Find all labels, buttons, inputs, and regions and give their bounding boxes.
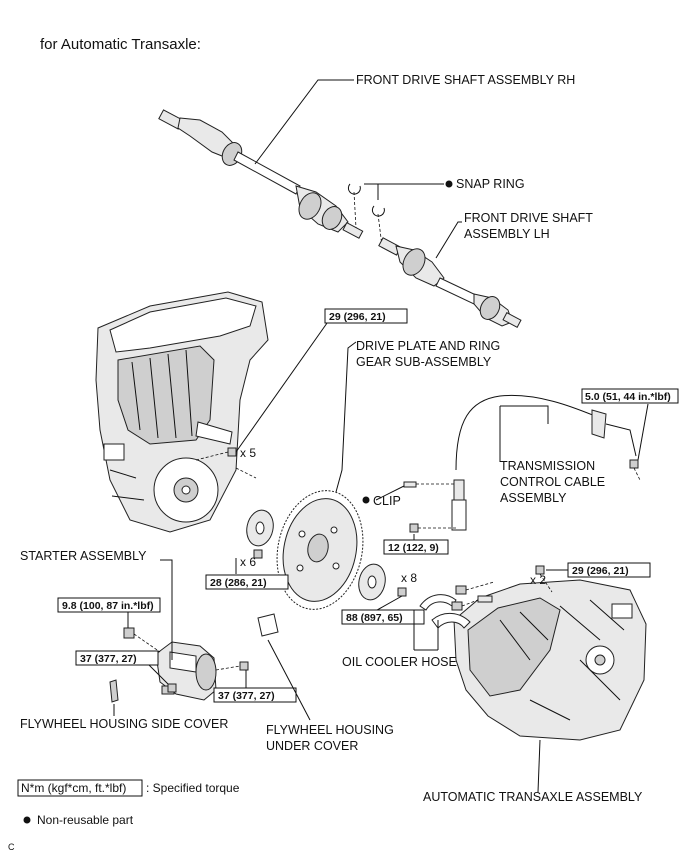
clip-non-reusable-dot-icon [362,496,370,504]
engine-drawing [95,291,269,533]
legend-unit-box [17,779,143,797]
label-snap-ring: SNAP RING [456,177,525,191]
label-front-drive-shaft-rh: FRONT DRIVE SHAFT ASSEMBLY RH [356,73,575,87]
front-drive-shaft-lh-drawing [378,237,522,328]
label-drive-plate-line1: DRIVE PLATE AND RING [356,339,500,353]
torque-box-12 [383,539,449,555]
legend-non-reusable: Non-reusable part [37,813,134,827]
label-trans-cable-line1: TRANSMISSION [500,459,595,473]
oil-cooler-hose-drawing [419,585,493,629]
legend-specified-torque: : Specified torque [146,781,240,795]
label-auto-transaxle: AUTOMATIC TRANSAXLE ASSEMBLY [423,790,643,804]
transmission-control-cable-drawing [451,394,637,531]
torque-5-0: 5.0 (51, 44 in.*lbf) [585,391,671,403]
label-starter: STARTER ASSEMBLY [20,549,147,563]
torque-28: 28 (286, 21) [210,577,267,589]
torque-12: 12 (122, 9) [388,542,439,554]
torque-box-37-a [75,650,159,666]
qty-x5: x 5 [240,446,256,460]
label-drive-plate-line2: GEAR SUB-ASSEMBLY [356,355,492,369]
torque-box-37-b [213,687,297,703]
corner-code: C [8,842,15,852]
drive-plate-drawing [276,490,364,610]
torque-29-b: 29 (296, 21) [572,565,629,577]
torque-box-29-b [567,562,651,578]
qty-x6: x 6 [240,555,256,569]
torque-box-28 [205,574,289,590]
qty-x2: x 2 [530,573,546,587]
torque-88: 88 (897, 65) [346,612,403,624]
flywheel-under-cover-drawing [257,613,279,637]
torque-29-a: 29 (296, 21) [329,311,386,323]
torque-box-88 [341,609,425,625]
label-flywheel-under-cover-line2: UNDER COVER [266,739,358,753]
flywheel-side-cover-drawing [109,679,119,703]
label-trans-cable-line3: ASSEMBLY [500,491,567,505]
front-drive-shaft-rh-drawing [158,109,364,239]
label-flywheel-under-cover-line1: FLYWHEEL HOUSING [266,723,394,737]
torque-box-29-a [324,308,408,324]
legend-non-reusable-dot-icon [23,816,31,824]
label-front-drive-shaft-lh-line1: FRONT DRIVE SHAFT [464,211,593,225]
torque-box-5-0 [581,388,679,404]
label-flywheel-side-cover: FLYWHEEL HOUSING SIDE COVER [20,717,228,731]
automatic-transaxle-drawing [453,579,647,741]
label-trans-cable-line2: CONTROL CABLE [500,475,605,489]
legend-unit-text: N*m (kgf*cm, ft.*lbf) [21,781,126,795]
torque-37-a: 37 (377, 27) [80,653,137,665]
diagram-title: for Automatic Transaxle: [40,36,201,53]
torque-9-8: 9.8 (100, 87 in.*lbf) [62,600,154,612]
torque-37-b: 37 (377, 27) [218,690,275,702]
label-front-drive-shaft-lh-line2: ASSEMBLY LH [464,227,550,241]
label-clip: CLIP [373,494,401,508]
label-oil-cooler-hose: OIL COOLER HOSE [342,655,457,669]
snap-ring-drawing [347,183,385,217]
qty-x8: x 8 [401,571,417,585]
torque-box-9-8 [57,597,161,613]
non-reusable-dot-icon [445,180,453,188]
starter-assembly-drawing [155,641,217,701]
